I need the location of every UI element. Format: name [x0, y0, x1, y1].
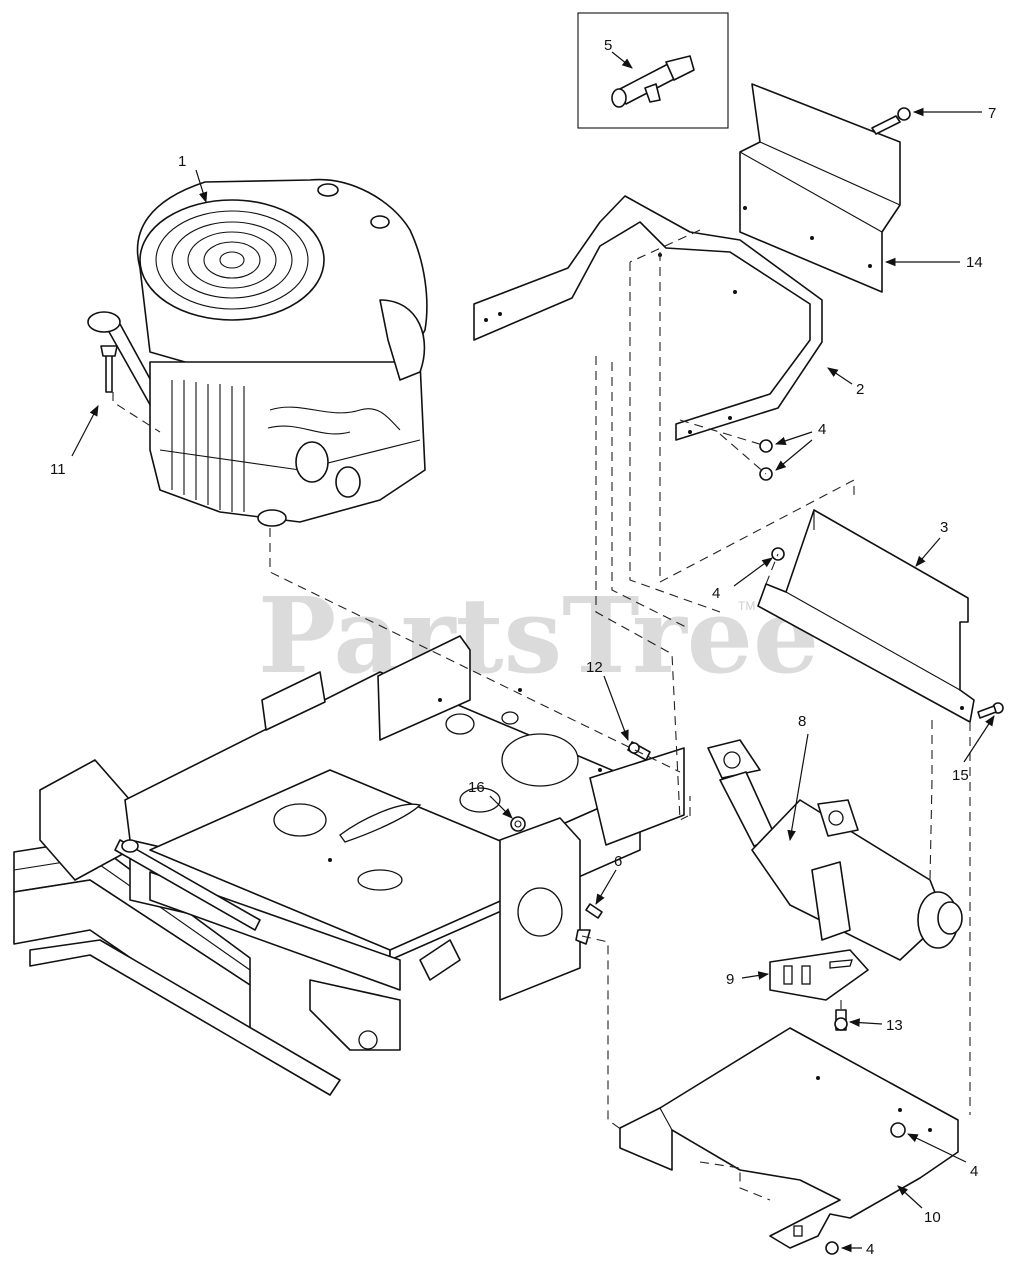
part-4-nuts-upper: [759, 439, 773, 481]
callout-1: 1: [178, 153, 186, 170]
inset-box-fitting: [577, 12, 729, 129]
callout-9: 9: [726, 971, 734, 988]
part-16-nut: [510, 816, 526, 832]
part-1-engine: [87, 178, 428, 527]
part-15-screw: [977, 702, 1004, 719]
part-5-fitting: [611, 55, 695, 108]
callout-13: 13: [886, 1017, 903, 1034]
part-12-bolt: [627, 741, 651, 761]
watermark-tm: TM: [738, 599, 755, 613]
callout-5: 5: [604, 37, 612, 54]
callout-16: 16: [468, 779, 485, 796]
chassis-frame: [13, 635, 685, 1096]
part-3-bracket: [757, 509, 975, 723]
callout-15: 15: [952, 767, 969, 784]
assembly-dashed-lines: [112, 229, 971, 1201]
part-2-bracket: [473, 195, 823, 441]
callout-7: 7: [988, 105, 996, 122]
callout-11: 11: [50, 461, 66, 478]
callout-4-lower-right: 4: [970, 1163, 978, 1180]
callout-3: 3: [940, 519, 948, 536]
part-7-screw: [871, 107, 911, 135]
part-4-nuts-lower: [825, 1122, 906, 1255]
part-11-bolt: [100, 345, 118, 393]
part-14-heat-shield: [739, 83, 901, 293]
callout-labels: 1 5 7 14 2 4 4 3 15 12 16 6 11 8 9 13 4 …: [50, 37, 996, 1258]
callout-6: 6: [614, 853, 622, 870]
part-6-clip: [575, 903, 603, 945]
part-13-screw: [834, 1009, 848, 1031]
leader-lines: [71, 51, 995, 1253]
part-10-shield: [619, 1027, 959, 1249]
callout-12: 12: [586, 659, 603, 676]
callout-10: 10: [924, 1209, 941, 1226]
callout-14: 14: [966, 254, 983, 271]
callout-2: 2: [856, 381, 864, 398]
callout-8: 8: [798, 713, 806, 730]
watermark: PartsTree TM: [258, 574, 819, 697]
callout-4-middle: 4: [712, 585, 720, 602]
callout-4-bottom: 4: [866, 1241, 874, 1258]
part-8-muffler: [707, 739, 963, 961]
watermark-text: PartsTree: [258, 574, 819, 697]
part-9-plate: [769, 949, 869, 1001]
callout-4-upper: 4: [818, 421, 826, 438]
